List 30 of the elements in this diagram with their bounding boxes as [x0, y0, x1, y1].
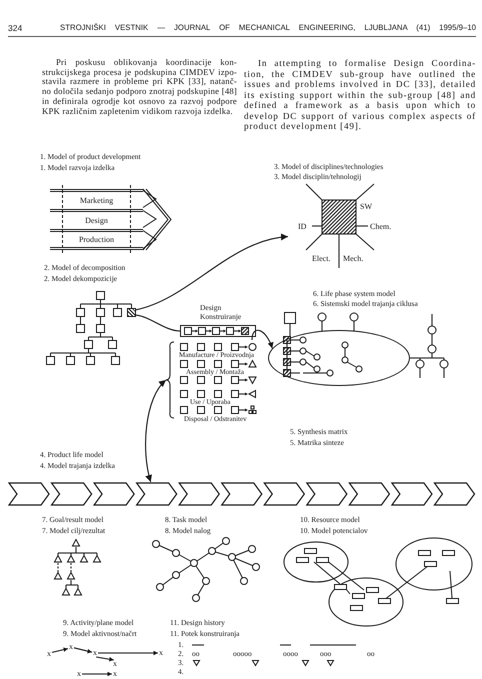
process-band: Design — [50, 209, 143, 229]
discipline-label: Elect. — [312, 254, 330, 263]
activity-label: x — [112, 660, 118, 668]
curved-arrow — [251, 330, 274, 349]
page-number: 324 — [8, 23, 22, 33]
hatched-square — [127, 308, 136, 317]
discipline-label: ID — [298, 222, 306, 231]
process-band: Marketing — [50, 189, 143, 209]
curved-arrow — [145, 380, 166, 482]
arrow — [82, 672, 112, 676]
arrow — [96, 656, 114, 662]
discipline-label: Chem. — [370, 222, 392, 231]
discipline-label: Mech. — [343, 254, 364, 263]
body-paragraph: Pri poskusu oblikovanja koordinacije kon- strukcijskega procesa je podskupina CIMDEV izpo- stavila razmere in probleme pri KPK [33], natanč- no določila sedanjo podporo znotraj podskupine [48] in definirala ogrodje kot osnovo za razvoj podpore KPK različnim zapletenim vidikom razvoja izdelka. — [42, 58, 237, 116]
curved-arrow — [136, 234, 288, 310]
activity-label: x — [112, 670, 118, 678]
activity-label: x — [68, 643, 74, 651]
arrow — [52, 647, 68, 653]
arrow — [74, 647, 92, 654]
chevron-row — [8, 482, 476, 506]
connector-line — [136, 314, 180, 332]
system-ellipse — [268, 330, 410, 386]
process-band: Production — [50, 229, 143, 250]
activity-label: x — [76, 670, 82, 678]
discipline-label: SW — [360, 202, 372, 211]
body-paragraph: In attempting to formalise Design Coordina- tion, the CIMDEV sub-group have outlined the issues and problems involved in DC [33], detailed its existing support within the sub-group [48] and defined a framework as a basis upon which to develop DC support of various complex aspects of product development [49]. — [244, 58, 476, 132]
activity-label: x — [158, 649, 164, 657]
activity-label: x — [46, 650, 52, 658]
activity-label: x — [92, 649, 98, 657]
arrow — [98, 650, 158, 656]
